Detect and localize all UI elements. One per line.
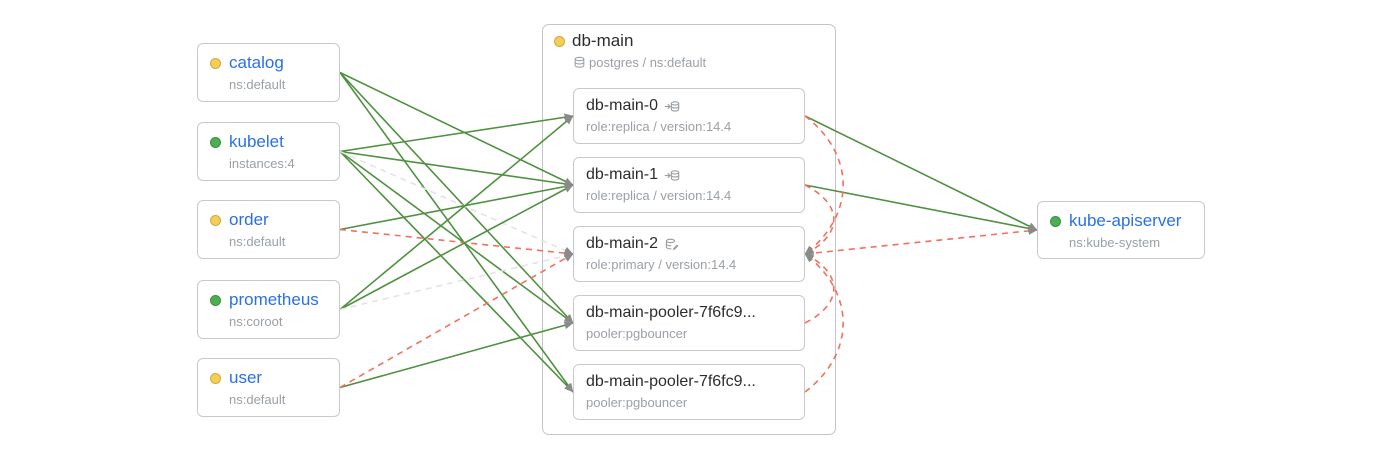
group-db-main-header[interactable]: db-main postgres / ns:default (554, 30, 824, 70)
node-catalog[interactable]: catalog ns:default (197, 43, 340, 102)
status-dot (1050, 215, 1061, 227)
instance-db-main-pooler-1[interactable]: db-main-pooler-7f6fc9... pooler:pgbounce… (573, 295, 805, 351)
node-subtitle: ns:kube-system (1069, 235, 1161, 250)
instance-title: db-main-pooler-7f6fc9... (586, 373, 756, 390)
node-title-link[interactable]: prometheus (229, 290, 319, 309)
node-title-link[interactable]: catalog (229, 53, 284, 72)
instance-db-main-pooler-2[interactable]: db-main-pooler-7f6fc9... pooler:pgbounce… (573, 364, 805, 420)
group-subtitle: postgres / ns:default (573, 55, 824, 70)
status-dot (210, 136, 221, 148)
database-edit-icon (664, 237, 680, 252)
status-dot (554, 35, 565, 47)
node-subtitle: ns:default (229, 234, 286, 249)
instance-subtitle: role:replica / version:14.4 (586, 119, 732, 134)
instance-db-main-1[interactable]: db-main-1 role:replica / version:14.4 (573, 157, 805, 213)
database-icon (573, 56, 586, 69)
node-title-link[interactable]: user (229, 368, 263, 387)
node-subtitle: ns:default (229, 392, 286, 407)
instance-title: db-main-1 (586, 166, 659, 183)
database-import-icon (664, 168, 680, 183)
instance-db-main-2[interactable]: db-main-2 role:primary / version:14.4 (573, 226, 805, 282)
node-title-link[interactable]: kube-apiserver (1069, 211, 1182, 230)
node-title-link[interactable]: order (229, 210, 269, 229)
node-subtitle: ns:default (229, 77, 286, 92)
node-prometheus[interactable]: prometheus ns:coroot (197, 280, 340, 339)
status-dot (210, 214, 221, 226)
instance-title: db-main-pooler-7f6fc9... (586, 304, 756, 321)
node-kube-apiserver[interactable]: kube-apiserver ns:kube-system (1037, 201, 1205, 259)
instance-subtitle: role:replica / version:14.4 (586, 188, 732, 203)
status-dot (210, 372, 221, 384)
database-import-icon (664, 99, 680, 114)
node-title-link[interactable]: kubelet (229, 132, 284, 151)
node-subtitle: ns:coroot (229, 314, 283, 329)
instance-title: db-main-2 (586, 235, 659, 252)
node-subtitle: instances:4 (229, 156, 295, 171)
instance-subtitle: role:primary / version:14.4 (586, 257, 737, 272)
group-title: db-main (572, 31, 634, 50)
instance-db-main-0[interactable]: db-main-0 role:replica / version:14.4 (573, 88, 805, 144)
instance-title: db-main-0 (586, 97, 659, 114)
node-user[interactable]: user ns:default (197, 358, 340, 417)
status-dot (210, 294, 221, 306)
instance-subtitle: pooler:pgbouncer (586, 326, 688, 341)
instance-subtitle: pooler:pgbouncer (586, 395, 688, 410)
node-kubelet[interactable]: kubelet instances:4 (197, 122, 340, 181)
node-order[interactable]: order ns:default (197, 200, 340, 259)
status-dot (210, 57, 221, 69)
